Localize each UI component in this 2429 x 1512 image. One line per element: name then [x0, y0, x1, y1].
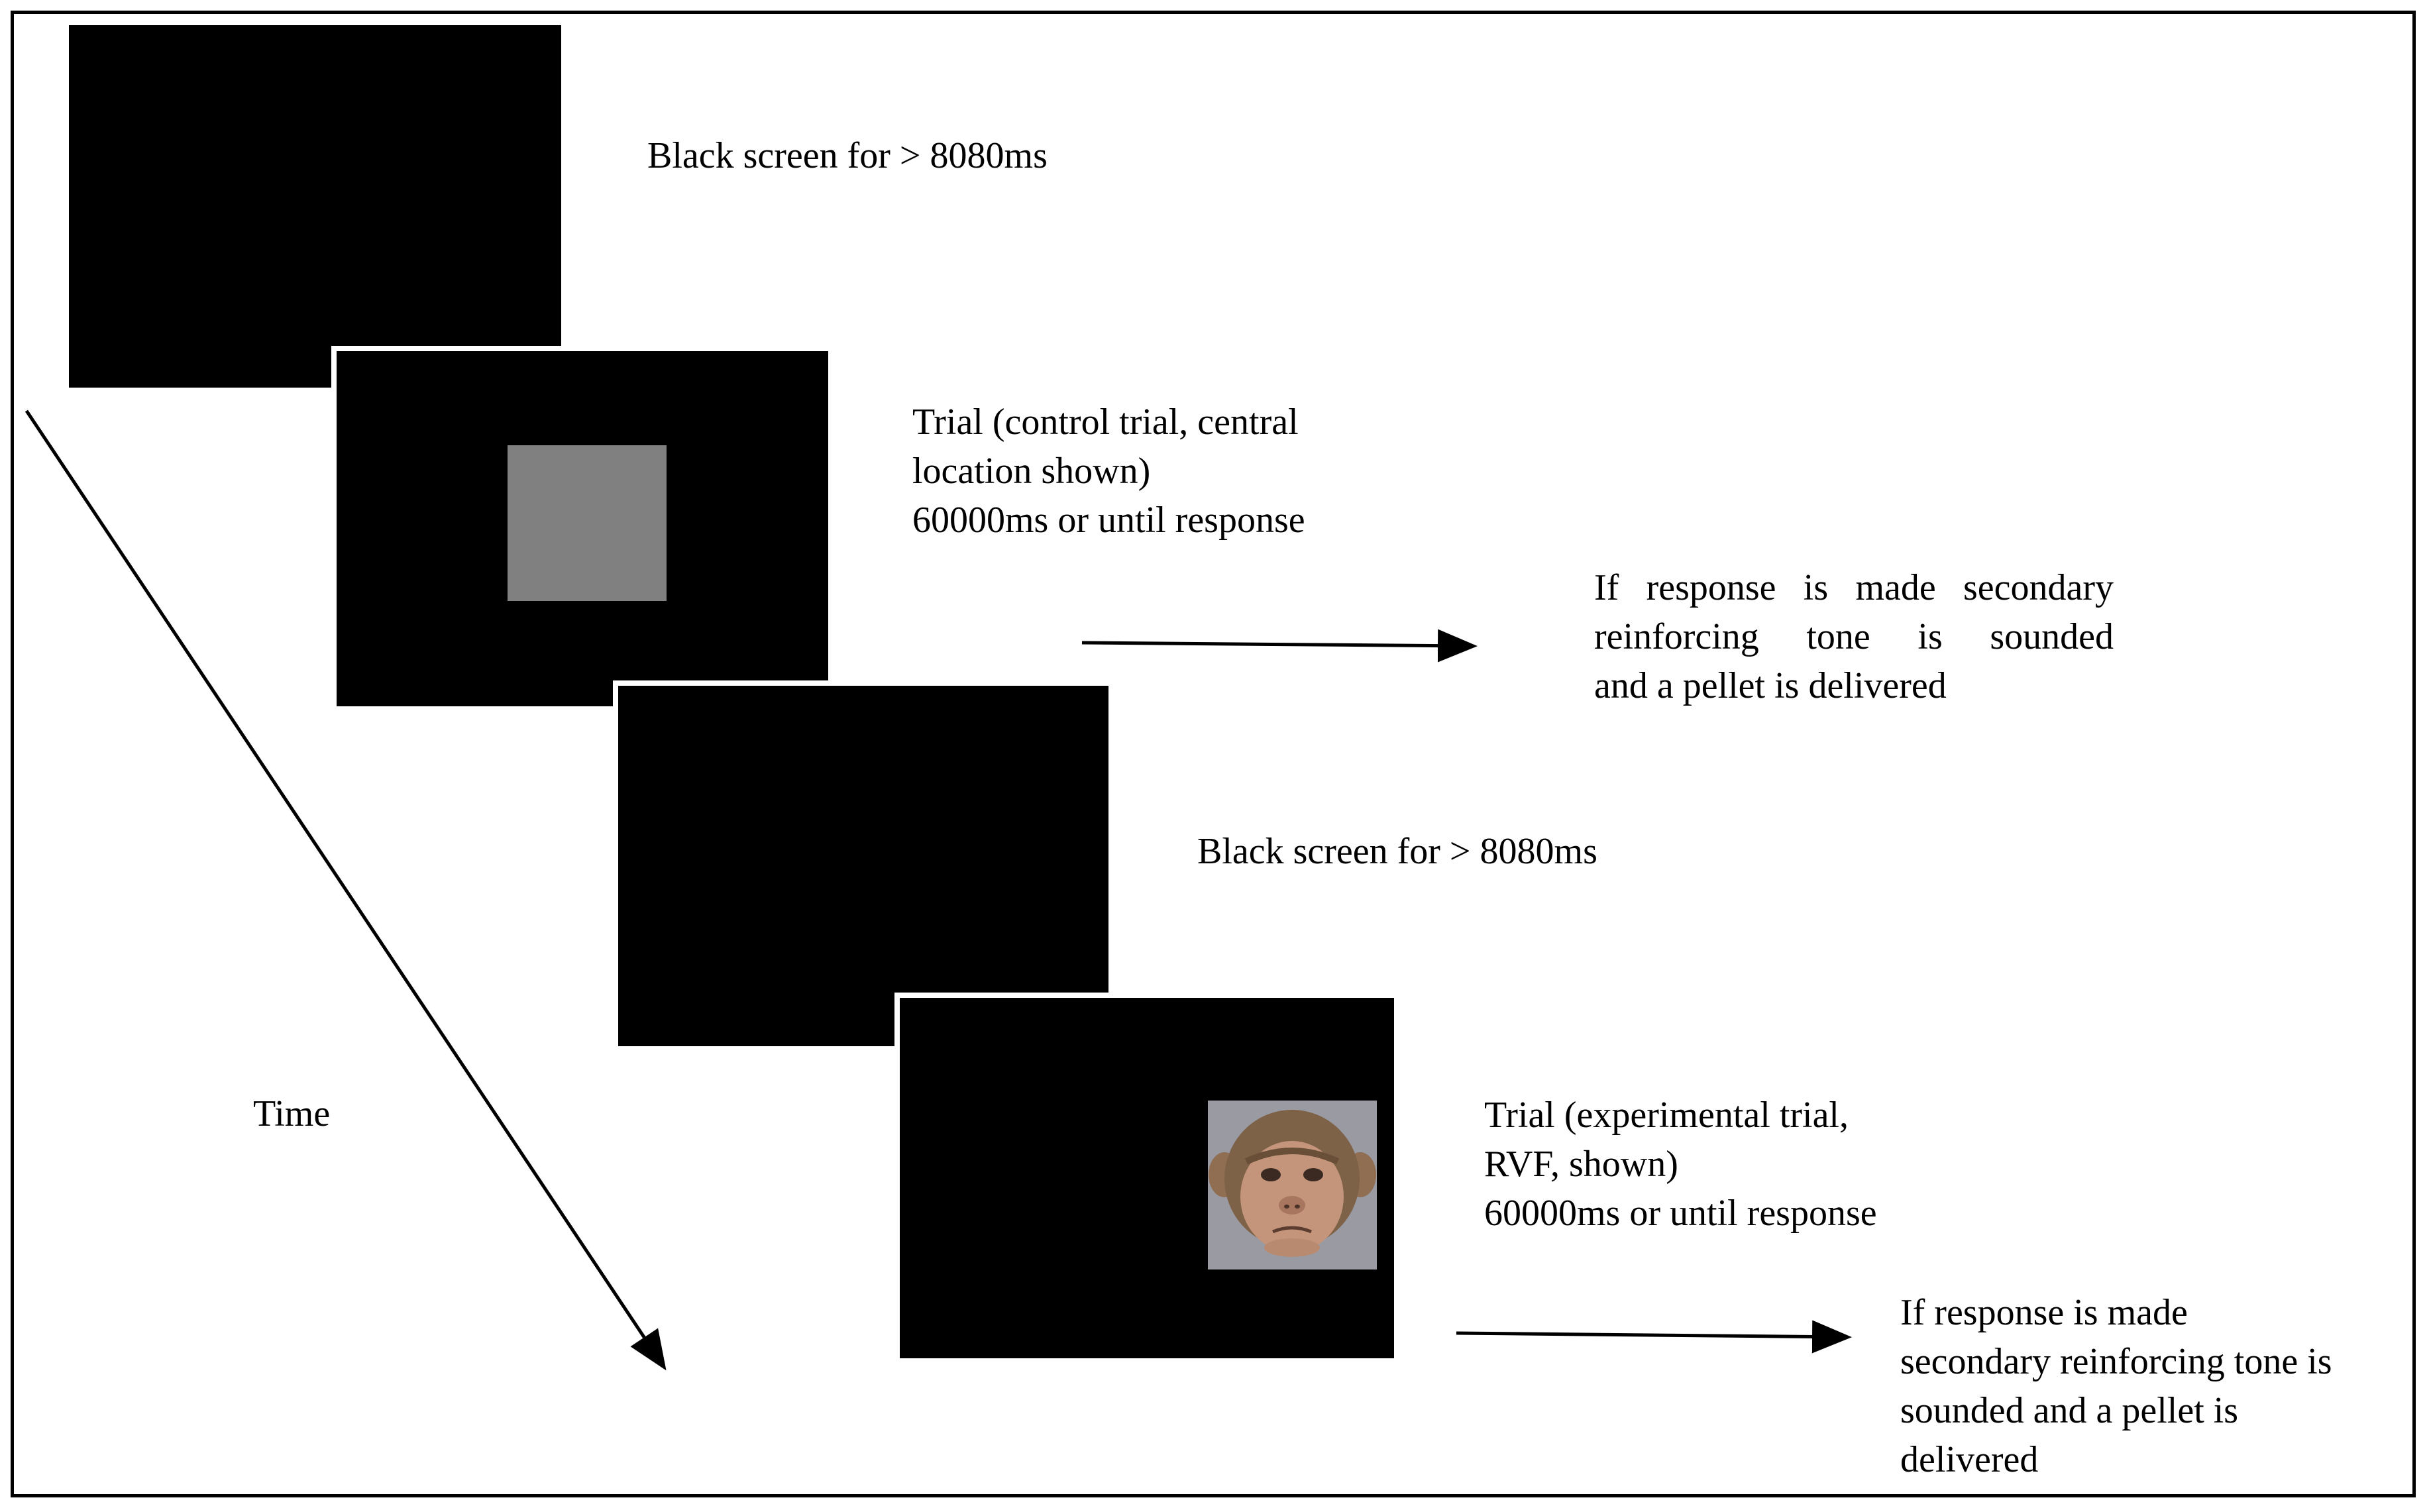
chin: [1264, 1238, 1320, 1257]
nose: [1279, 1196, 1305, 1215]
outcome-2-line-2: secondary reinforcing tone is: [1900, 1341, 2332, 1382]
time-axis-text: Time: [253, 1093, 331, 1134]
outcome-2-line-4: delivered: [1900, 1439, 2039, 1480]
black-screen-2-label: Black screen for > 8080ms: [1197, 827, 1597, 876]
control-trial-line-2: location shown): [912, 451, 1151, 492]
outcome-2-label: If response is made secondary reinforcin…: [1900, 1288, 2332, 1484]
black-screen-1-text: Black screen for > 8080ms: [647, 135, 1048, 176]
time-axis-label: Time: [253, 1089, 330, 1138]
outcome-1-label: If response is made secondary reinforcin…: [1594, 563, 2114, 710]
outcome-2-line-1: If response is made: [1900, 1292, 2188, 1333]
outcome-1-line-2: reinforcing tone is sounded: [1594, 616, 2114, 657]
experimental-trial-line-1: Trial (experimental trial,: [1484, 1095, 1849, 1136]
outcome-1-line-1: If response is made secondary: [1594, 567, 2114, 608]
black-screen-2: [613, 680, 1114, 1052]
control-trial-line-1: Trial (control trial, central: [912, 402, 1299, 443]
black-screen-2-text: Black screen for > 8080ms: [1197, 831, 1597, 872]
right-nostril: [1295, 1205, 1300, 1209]
black-screen-1-label: Black screen for > 8080ms: [647, 131, 1048, 180]
outcome-2-line-3: sounded and a pellet is: [1900, 1390, 2239, 1431]
experimental-trial-screen: [894, 993, 1399, 1364]
left-nostril: [1284, 1205, 1289, 1209]
monkey-face-graphic: [1208, 1101, 1377, 1269]
outcome-1-line-3: and a pellet is delivered: [1594, 665, 1947, 706]
mouth: [1272, 1226, 1312, 1234]
right-eye: [1303, 1168, 1323, 1181]
experimental-trial-label: Trial (experimental trial, RVF, shown) 6…: [1484, 1091, 1877, 1238]
control-trial-label: Trial (control trial, central location s…: [912, 398, 1305, 545]
gray-square-stimulus: [508, 445, 667, 601]
black-screen-1: [69, 25, 561, 388]
brow-ridge: [1244, 1148, 1340, 1165]
control-trial-line-3: 60000ms or until response: [912, 500, 1305, 541]
monkey-face-icon: [1208, 1101, 1377, 1269]
experimental-trial-line-2: RVF, shown): [1484, 1144, 1678, 1185]
left-eye: [1261, 1168, 1281, 1181]
control-trial-screen: [331, 346, 834, 712]
experimental-trial-line-3: 60000ms or until response: [1484, 1193, 1877, 1234]
figure-border: [11, 11, 2416, 1497]
